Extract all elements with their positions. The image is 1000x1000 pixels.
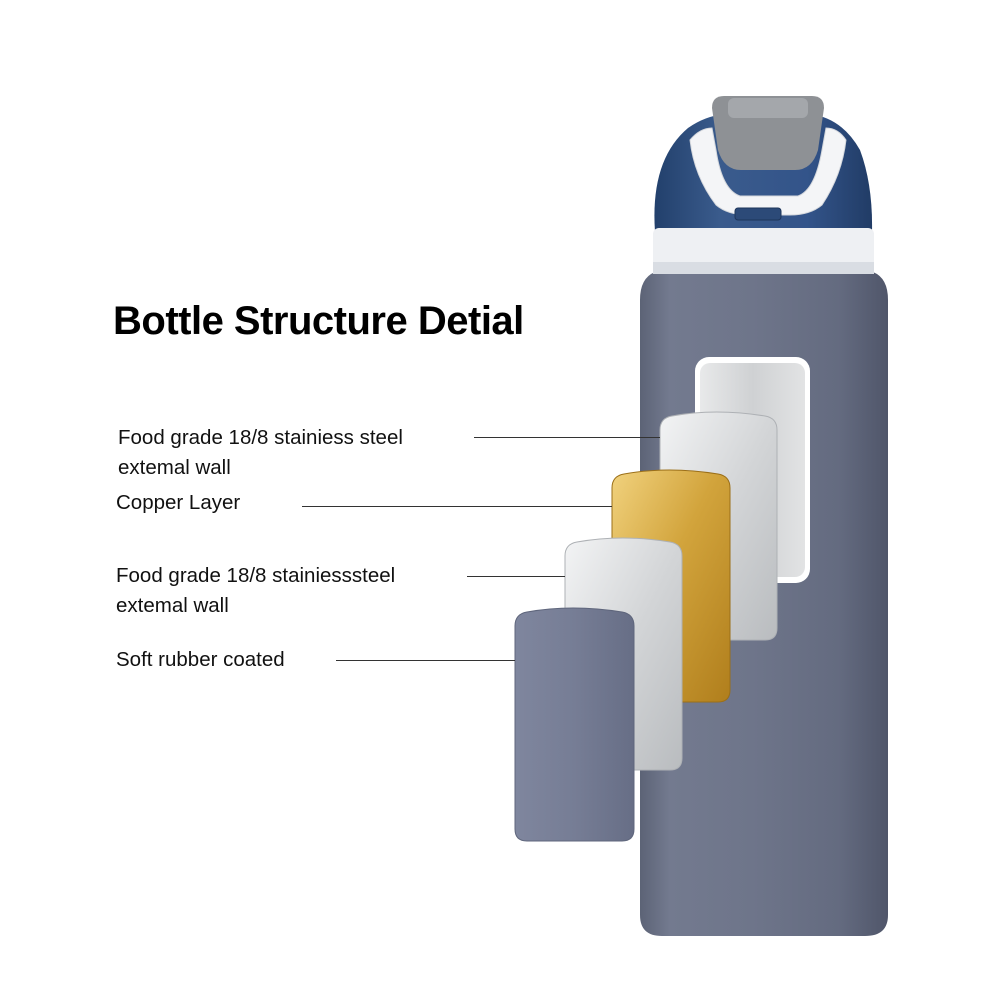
diagram-title: Bottle Structure Detial [113,299,524,343]
layer-label-outer-steel: Food grade 18/8 stainiess steel extemal … [118,423,403,483]
layer-label-line: Food grade 18/8 stainiess steel [118,426,403,449]
layer-label-inner-steel: Food grade 18/8 stainiesssteel extemal w… [116,561,395,621]
lid-handle [689,127,847,216]
leader-line-inner-steel [467,576,565,578]
layer-label-line: Food grade 18/8 stainiesssteel [116,564,396,587]
layer-label-copper: Copper Layer [116,488,240,518]
layer-label-line: Soft rubber coated [116,648,285,671]
leader-line-outer-steel [474,437,660,439]
layer-label-line: Copper Layer [116,491,241,514]
leader-line-copper [302,506,612,508]
leader-line-rubber [336,660,515,662]
layer-label-rubber: Soft rubber coated [116,645,285,675]
layer-panel-rubber [514,607,635,842]
layer-label-line: extemal wall [116,594,229,617]
lid-button [734,207,782,221]
layer-label-line: extemal wall [118,456,231,479]
